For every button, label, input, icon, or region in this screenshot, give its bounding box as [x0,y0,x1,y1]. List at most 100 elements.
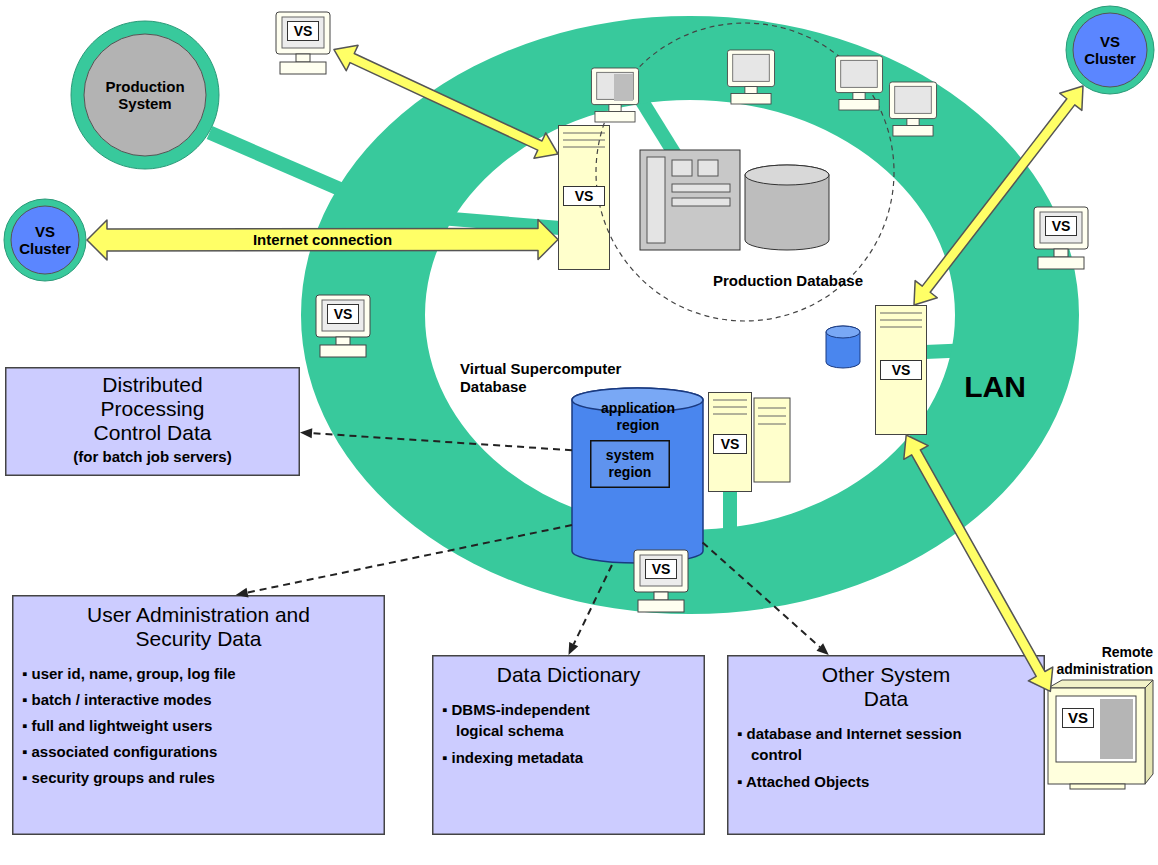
tower-case [709,393,752,492]
cluster-circle: VS Cluster [3,198,87,282]
node-label: application region [588,400,688,434]
info-box: User Administration and Security Data ▪ u… [12,595,385,835]
node-label: VS [645,559,677,579]
workstation-monitor-shape [312,293,374,359]
circle-core [84,34,206,156]
drive-bay [563,133,605,134]
dashed-outline [596,23,894,321]
drive-bay [880,313,922,314]
node-label: ▪ user id, name, group, log file [22,663,375,685]
tower-case [876,306,927,435]
edge-label: Internet connection [249,231,396,249]
cluster-circle: VS Cluster [1065,5,1155,95]
workstation-monitor-shape [272,10,334,76]
node-label: Production Database [688,272,888,290]
drive-bay [713,407,747,408]
drive-bay [758,408,786,409]
monitor-neck [296,54,310,62]
circle-ring [4,199,86,281]
info-box: Distributed Processing Control Data (for … [5,367,300,476]
drive-bay [563,147,605,148]
workstation-monitor: VS [630,548,692,614]
region-box [591,441,670,488]
terminal-front [1048,688,1145,784]
terminal-top [1048,680,1153,688]
tower-case [559,126,610,270]
node-label: ▪ indexing metadata [442,747,632,768]
circle-core [11,206,79,274]
node-label: LAN [955,370,1035,404]
lan-band [301,16,1079,614]
node-label: ▪ associated configurations [22,741,375,763]
node-label: User Administration and Security Data [79,603,319,651]
server-tower: VS [558,125,610,270]
drive-bay [713,400,747,401]
monitor-screen [640,555,682,586]
drive-bay [758,424,786,425]
workstation-monitor-shape [1030,205,1092,271]
node-label: Remote administration [1040,644,1153,678]
node-label: VS [563,186,605,206]
info-box: Other System Data ▪ database and Internet… [727,655,1045,835]
terminal-screen [1056,696,1136,762]
node-label: VS [287,21,319,41]
monitor-screen [1040,212,1082,243]
drive-bay [713,414,747,415]
monitor-base [638,600,684,612]
node-label: Other System Data [811,663,961,711]
monitor-frame [276,12,330,54]
lan-link [210,133,340,190]
server-tower: VS [875,305,927,435]
production-system-circle: Production System [70,20,220,170]
monitor-screen [282,17,324,48]
node-label: Distributed Processing Control Data [68,373,238,445]
node-label: VS [1045,216,1077,236]
small-disk-top [826,326,860,338]
monitor-frame [634,550,688,592]
workstation-picture [889,82,936,136]
drive-bay [880,327,922,328]
node-label: ▪ security groups and rules [22,767,375,789]
server-tower: VS [708,392,752,492]
node-label: ▪ database and Internet session control [737,723,967,765]
workstation-monitor: VS [312,293,374,359]
terminal-foot [1070,784,1125,789]
monitor-frame [316,295,370,337]
workstation-picture [727,50,774,104]
connector [210,133,340,190]
system-region-box: system region [590,440,670,488]
workstation-monitor-shape [630,548,692,614]
node-label: VS [1062,708,1094,728]
monitor-neck [654,592,668,600]
screen-window [1100,699,1133,759]
screen-part [614,74,633,101]
node-label: (for batch job servers) [15,447,290,466]
monitor-frame [1034,207,1088,249]
node-label: VS [880,360,922,380]
node-label: Data Dictionary [494,663,644,687]
node-label: system region [593,447,667,481]
lan-spoke [640,98,676,156]
box-outline [6,368,300,476]
box-outline [13,596,385,835]
node-label: ▪ batch / interactive modes [22,689,375,711]
box-outline [728,656,1045,835]
rack-panel [672,198,730,206]
circle-ring [1066,6,1154,94]
monitor-screen [322,300,364,331]
database-cylinder: Virtual Supercomputer Databaseapplicatio… [460,360,705,565]
drive-bay [880,320,922,321]
node-label: VS Cluster [14,223,76,257]
drive-bay [563,140,605,141]
node-label: VS [713,434,747,454]
info-box: Data Dictionary▪ DBMS-independent logica… [432,655,705,835]
node-label: ▪ full and lightweight users [22,715,375,737]
lan-ring-shape [300,15,1080,615]
production-disk-top [745,165,829,185]
node-label: VS [327,304,359,324]
node-label: VS Cluster [1079,33,1141,67]
cylinder-body [572,388,703,563]
circle-core [1073,13,1147,87]
terminal-side [1145,680,1153,784]
